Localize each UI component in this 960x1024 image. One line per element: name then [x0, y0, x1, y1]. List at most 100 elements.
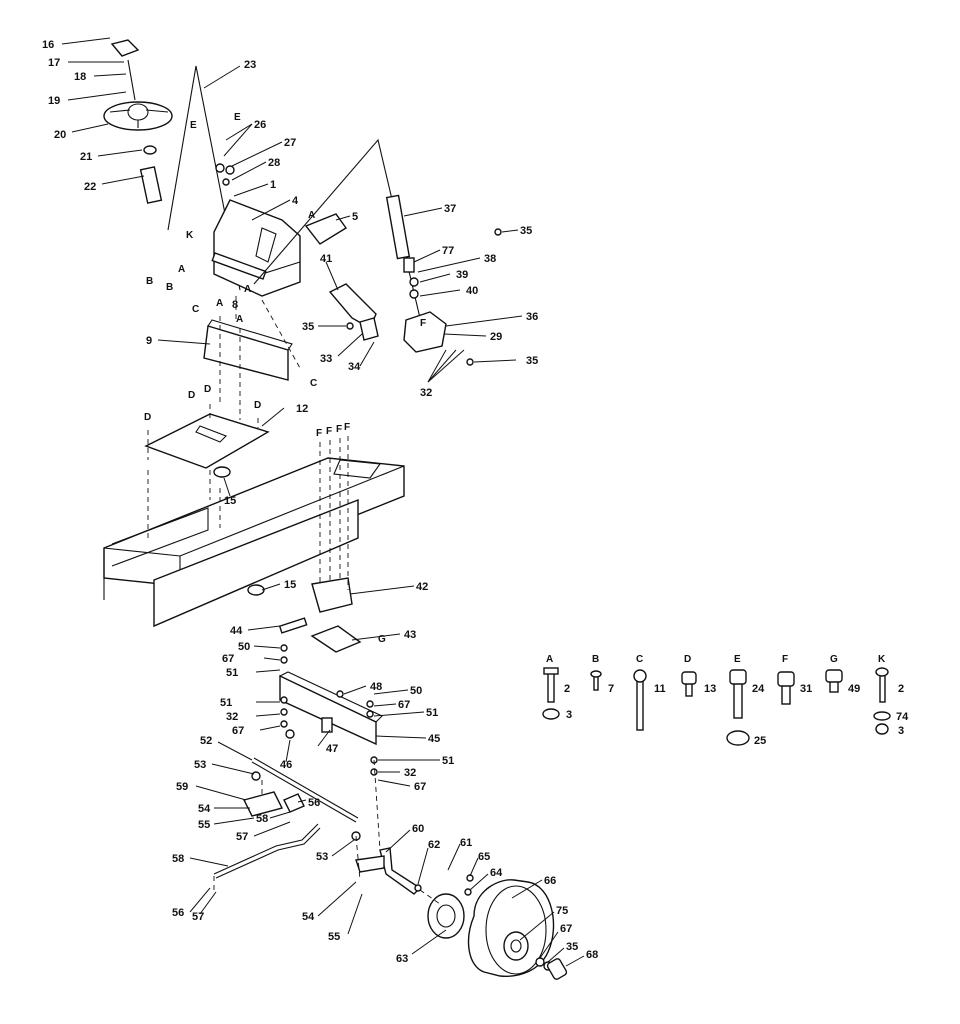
callout-1: 1 [270, 179, 276, 191]
ref-letter-c: C [310, 378, 317, 389]
ref-letter-d: D [204, 384, 211, 395]
lift-fitting [403, 257, 415, 273]
washer-k-icon [873, 711, 891, 721]
axle-beam-top [279, 671, 383, 723]
key-bolt-c: 11 [654, 683, 666, 695]
washer [215, 163, 225, 173]
callout-35d: 35 [566, 941, 578, 953]
reference-letters: E E K A A A B B C A A C D D D D F F F F … [144, 112, 426, 645]
callout-5: 5 [352, 211, 358, 223]
lift-washer [409, 289, 419, 299]
leader-line [373, 703, 397, 707]
ref-letter-d: D [254, 400, 261, 411]
frame-group [103, 457, 405, 628]
leader-line [225, 123, 253, 141]
callout-56b: 56 [172, 907, 184, 919]
ref-letter-c: C [192, 304, 199, 315]
wheel-rim-center [510, 939, 522, 953]
wheel-spoke [145, 109, 169, 113]
leader-line [359, 341, 375, 367]
callout-38: 38 [484, 253, 496, 265]
callout-47: 47 [326, 743, 338, 755]
callout-40: 40 [466, 285, 478, 297]
leader-line [157, 339, 211, 345]
leader-line [101, 175, 145, 185]
ref-letter-d: D [188, 390, 195, 401]
ref-letter-e: E [190, 120, 197, 131]
key-bolt-a: 2 [564, 683, 570, 695]
leader-line [469, 873, 489, 891]
frame-side-rail [153, 498, 359, 628]
leader-line [255, 669, 281, 673]
leader-line [253, 645, 281, 649]
leader-line [343, 685, 367, 695]
wheel-spoke [109, 109, 131, 113]
callout-75: 75 [556, 905, 568, 917]
callout-32b: 32 [226, 711, 238, 723]
spindle-arm [355, 855, 385, 873]
leader-line [223, 123, 253, 157]
leader-line [233, 183, 269, 197]
callout-32a: 32 [420, 387, 432, 399]
callout-58a: 58 [256, 813, 268, 825]
callout-55a: 55 [198, 819, 210, 831]
key-letter-d: D [684, 654, 691, 665]
leader-line [255, 713, 281, 717]
leader-line [377, 779, 411, 787]
tie-rod-group [213, 757, 474, 896]
ref-letter-a: A [236, 314, 243, 325]
callout-51a: 51 [226, 667, 238, 679]
callout-61: 61 [460, 837, 472, 849]
callout-22: 22 [84, 181, 96, 193]
nut-e-icon [726, 730, 750, 746]
callout-35a: 35 [520, 225, 532, 237]
tie-rod [253, 757, 359, 819]
callout-54a: 54 [198, 803, 211, 815]
console-housing [213, 199, 301, 297]
shaft-top [127, 59, 136, 101]
washer [366, 710, 374, 718]
leader-line [211, 763, 255, 775]
assembly-lines [147, 296, 441, 905]
assembly-line [355, 835, 361, 881]
callout-36: 36 [526, 311, 538, 323]
leader-line [331, 839, 355, 857]
key-washer-k: 74 [896, 711, 909, 723]
assembly-line [373, 759, 381, 851]
pivot-rod [211, 252, 267, 280]
callout-17: 17 [48, 57, 60, 69]
lift-clip [359, 317, 379, 341]
key-bolt-d: 13 [704, 683, 716, 695]
bolt-e-head [729, 669, 747, 685]
leader-line [97, 149, 143, 157]
leader-line [419, 289, 461, 297]
callout-44: 44 [230, 625, 243, 637]
leader-line [213, 817, 255, 825]
key-bolt-e: 24 [752, 683, 765, 695]
leader-line [351, 633, 401, 641]
tie-rod [251, 761, 357, 823]
callout-15b: 15 [284, 579, 296, 591]
callout-52: 52 [200, 735, 212, 747]
key-bolt-g: 49 [848, 683, 860, 695]
callout-53b: 53 [316, 851, 328, 863]
gear-plate [310, 625, 362, 653]
washer [225, 165, 235, 175]
ref-letter-a: A [308, 210, 315, 221]
bolt-d-head [681, 671, 697, 685]
leader-line [447, 843, 461, 871]
pivot-pin [285, 729, 295, 739]
column-tube [139, 166, 163, 204]
hardware-key [542, 667, 891, 746]
hub-cap [546, 958, 568, 980]
callout-18: 18 [74, 71, 86, 83]
leader-line [427, 349, 465, 383]
tire-face [485, 885, 547, 975]
steering-cap [110, 39, 140, 57]
callout-51c: 51 [220, 697, 232, 709]
key-nut-e: 25 [754, 735, 766, 747]
wheel-group [427, 879, 568, 980]
mounting-plate [203, 325, 289, 381]
callout-8: 8 [232, 299, 238, 311]
leader-line [317, 729, 331, 747]
